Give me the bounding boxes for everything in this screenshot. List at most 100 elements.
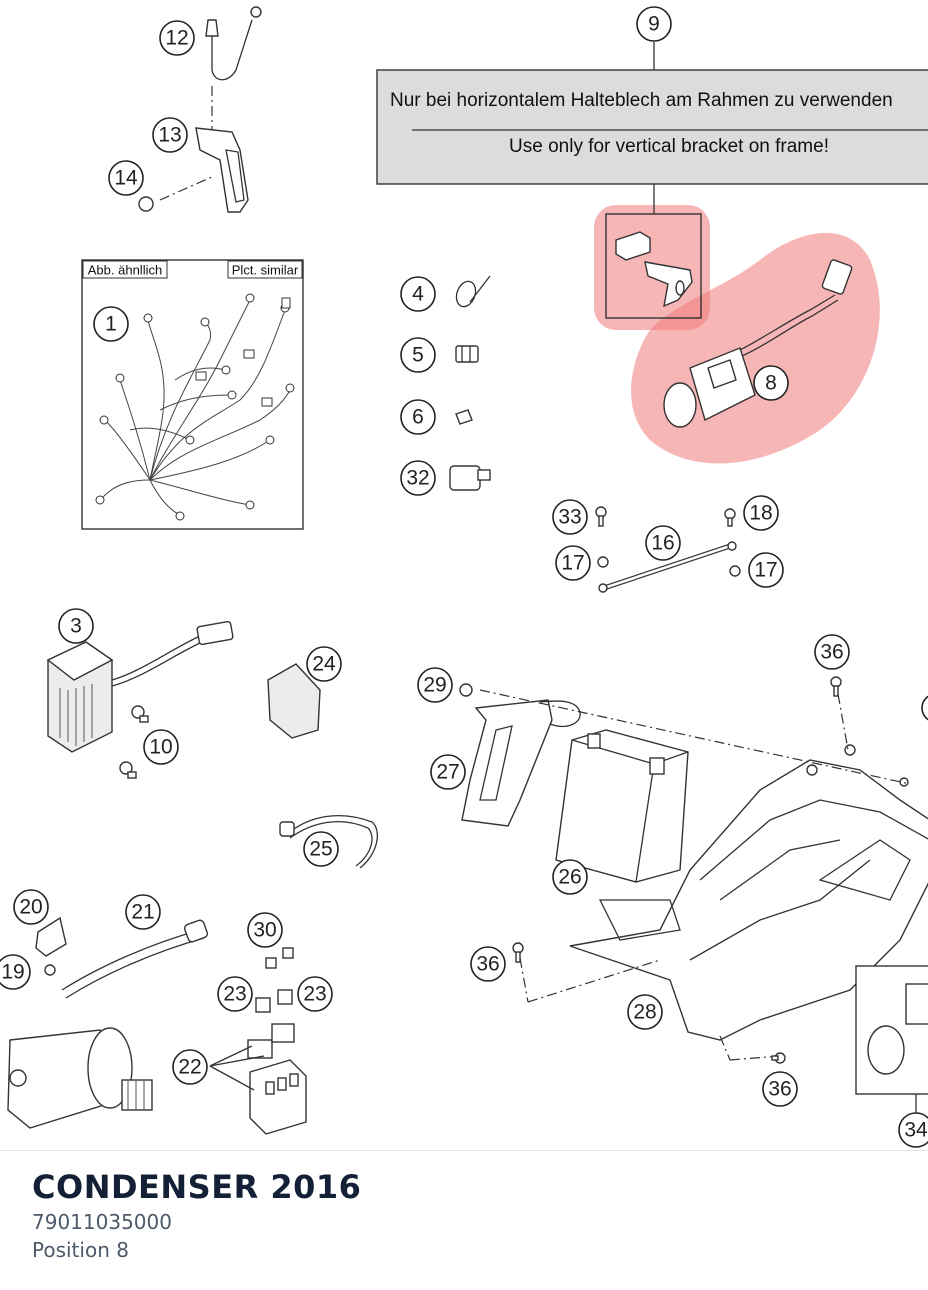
- callout-13[interactable]: 13: [152, 117, 188, 153]
- callout-33[interactable]: 33: [552, 499, 588, 535]
- svg-text:19: 19: [1, 961, 24, 984]
- condenser-part[interactable]: [663, 259, 853, 428]
- starter-motor: [7, 1027, 153, 1129]
- callout-5[interactable]: 5: [400, 337, 436, 373]
- part-12-sensor: [205, 6, 262, 81]
- part-20-boot: [35, 916, 67, 957]
- svg-text:13: 13: [158, 124, 181, 147]
- part-10-screws: [119, 705, 149, 779]
- svg-text:4: 4: [412, 283, 424, 306]
- callout-9[interactable]: 9: [636, 6, 672, 42]
- callout-22[interactable]: 22: [172, 1049, 208, 1085]
- callout-30[interactable]: 30: [247, 912, 283, 948]
- callout-25[interactable]: 25: [303, 831, 339, 867]
- svg-text:10: 10: [149, 736, 172, 759]
- part-36-screws: [512, 676, 842, 1064]
- callout-3[interactable]: 3: [58, 608, 94, 644]
- part-24-cover: [267, 663, 321, 739]
- callout-4[interactable]: 4: [400, 276, 436, 312]
- wiring-harness-inset: Abb. ähnllich Plct. similar: [81, 259, 304, 530]
- callout-10[interactable]: 10: [143, 729, 179, 765]
- callout-17-right[interactable]: 17: [748, 552, 784, 588]
- svg-text:33: 33: [558, 506, 581, 529]
- callout-8[interactable]: 8: [753, 365, 789, 401]
- part-19-nut: [44, 964, 56, 976]
- svg-text:14: 14: [114, 167, 138, 190]
- part-34-inset: [855, 965, 928, 1114]
- callout-19[interactable]: 19: [0, 954, 31, 990]
- part-17-washer-right: [729, 565, 741, 577]
- svg-text:16: 16: [651, 532, 674, 555]
- part-number: 79011035000: [32, 1210, 172, 1234]
- svg-text:12: 12: [165, 27, 188, 50]
- svg-text:17: 17: [561, 552, 584, 575]
- svg-text:17: 17: [754, 559, 777, 582]
- callout-34[interactable]: 34: [898, 1112, 928, 1148]
- callout-20[interactable]: 20: [13, 889, 49, 925]
- inset-label-left: Abb. ähnllich: [88, 263, 162, 278]
- callout-21[interactable]: 21: [125, 894, 161, 930]
- notice-box: Nur bei horizontalem Halteblech am Rahme…: [376, 42, 928, 214]
- callout-23-left[interactable]: 23: [217, 976, 253, 1012]
- callout-1[interactable]: 1: [93, 306, 129, 342]
- part-position: Position 8: [32, 1238, 129, 1262]
- part-33-bolt: [595, 506, 607, 527]
- callout-6[interactable]: 6: [400, 399, 436, 435]
- part-28-battery-tray: [569, 744, 928, 1041]
- callout-36-bottom[interactable]: 36: [762, 1071, 798, 1107]
- svg-text:32: 32: [406, 467, 429, 490]
- callout-29[interactable]: 29: [417, 667, 453, 703]
- callout-27[interactable]: 27: [430, 754, 466, 790]
- svg-text:26: 26: [558, 866, 581, 889]
- part-info: CONDENSER 2016 79011035000 Position 8: [32, 1166, 912, 1264]
- inset-label-right: Plct. similar: [232, 263, 299, 278]
- callout-36-top[interactable]: 36: [814, 634, 850, 670]
- svg-text:9: 9: [648, 13, 660, 36]
- callout-12[interactable]: 12: [159, 20, 195, 56]
- divider: [0, 1150, 928, 1151]
- exploded-view-drawing: .cl{fill:#fff;stroke:#222;stroke-width:1…: [0, 6, 928, 1148]
- svg-text:23: 23: [303, 983, 326, 1006]
- part-5-connector: [455, 345, 479, 363]
- callout-32[interactable]: 32: [400, 460, 436, 496]
- callout-24[interactable]: 24: [306, 646, 342, 682]
- notice-german: Nur bei horizontalem Halteblech am Rahme…: [390, 90, 893, 111]
- svg-text:36: 36: [820, 641, 843, 664]
- callout-16[interactable]: 16: [645, 525, 681, 561]
- svg-text:34: 34: [904, 1119, 928, 1142]
- part-6-clip: [455, 409, 473, 425]
- part-25-cable: [279, 815, 378, 869]
- callout-18[interactable]: 18: [743, 495, 779, 531]
- svg-text:8: 8: [765, 372, 777, 395]
- callout-14[interactable]: 14: [108, 160, 144, 196]
- part-14-screw: [138, 196, 154, 212]
- part-21-cable: [61, 919, 209, 999]
- svg-text:21: 21: [131, 901, 154, 924]
- callout-26[interactable]: 26: [552, 859, 588, 895]
- svg-text:6: 6: [412, 406, 424, 429]
- svg-text:5: 5: [412, 344, 424, 367]
- svg-text:24: 24: [312, 653, 336, 676]
- svg-text:22: 22: [178, 1056, 201, 1079]
- callout-36-left[interactable]: 36: [470, 946, 506, 982]
- svg-text:36: 36: [476, 953, 499, 976]
- part-16-rod: [598, 541, 737, 593]
- svg-text:30: 30: [253, 919, 276, 942]
- svg-text:23: 23: [223, 983, 246, 1006]
- part-title: CONDENSER 2016: [32, 1168, 362, 1206]
- svg-text:20: 20: [19, 896, 42, 919]
- part-27-holder: [461, 699, 581, 827]
- svg-text:25: 25: [309, 838, 332, 861]
- part-4-cable-tie: [455, 275, 491, 308]
- svg-text:29: 29: [423, 674, 446, 697]
- part-30-fuses: [265, 947, 294, 969]
- svg-text:18: 18: [749, 502, 772, 525]
- callout-23-right[interactable]: 23: [297, 976, 333, 1012]
- callout-17-left[interactable]: 17: [555, 545, 591, 581]
- svg-text:1: 1: [105, 313, 117, 336]
- part-23-fuses: [255, 989, 293, 1013]
- part-32-connector: [449, 465, 491, 491]
- callout-28[interactable]: 28: [627, 994, 663, 1030]
- svg-text:28: 28: [633, 1001, 656, 1024]
- part-3-voltage-regulator: [46, 620, 234, 753]
